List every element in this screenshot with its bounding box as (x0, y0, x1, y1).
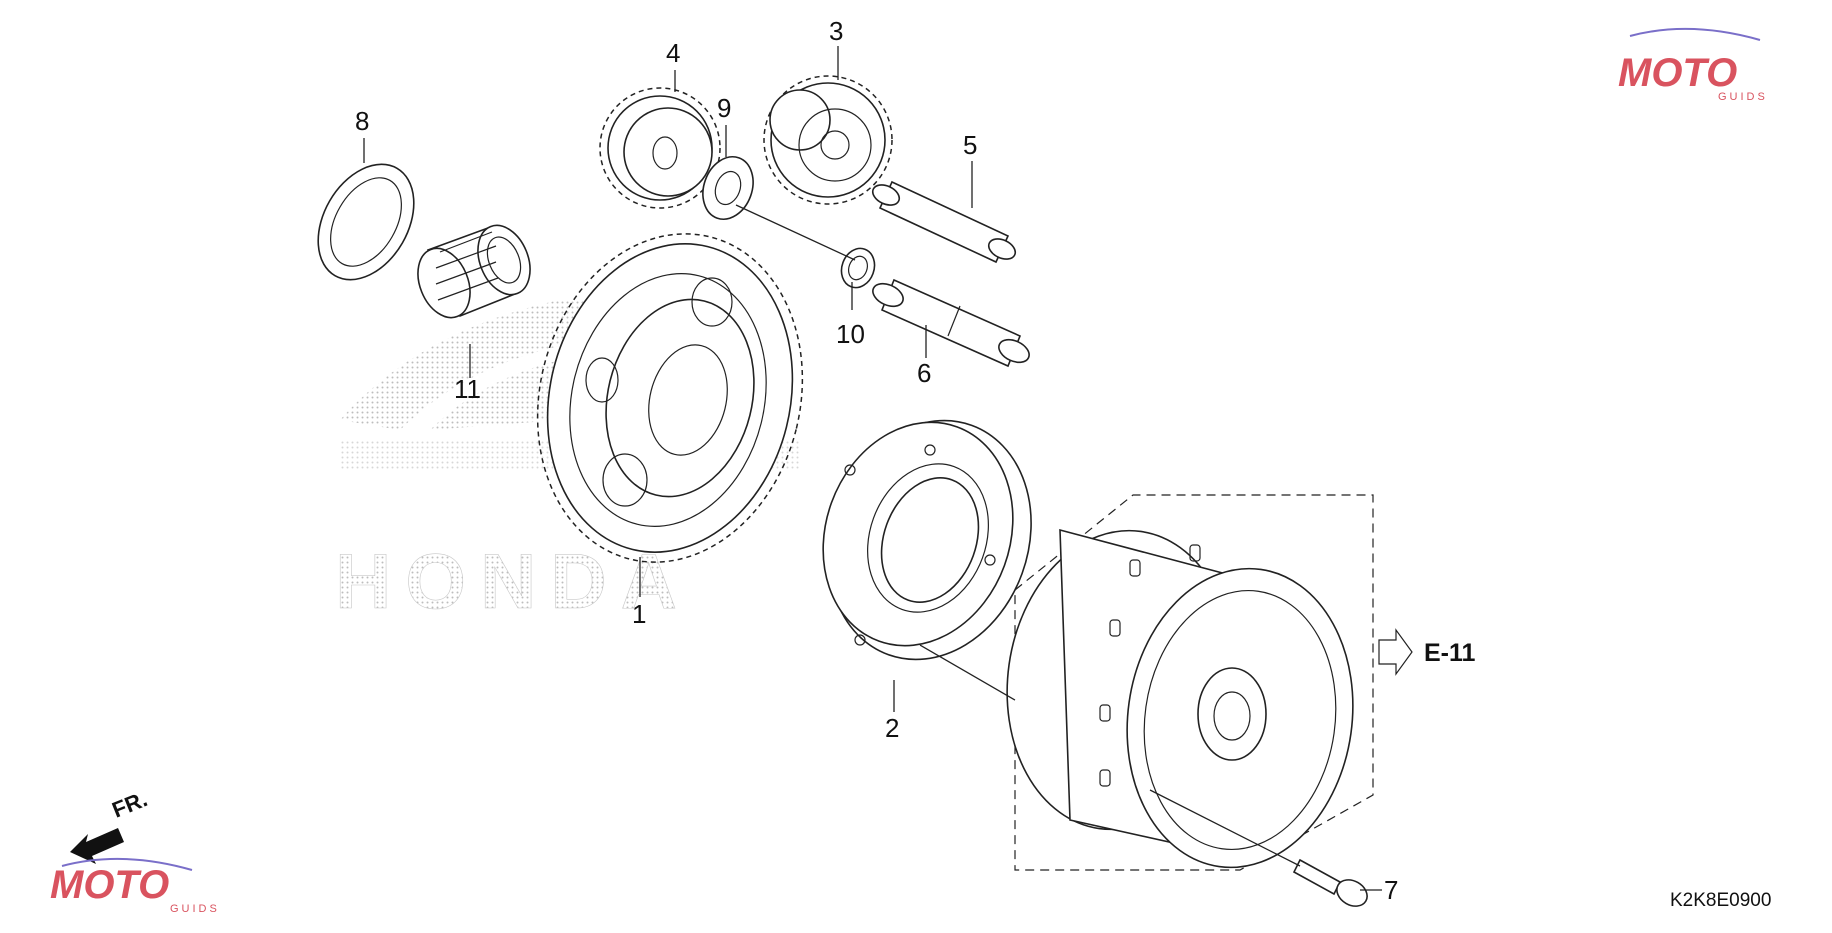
reference-e11[interactable]: E-11 (1378, 628, 1476, 676)
watermark-text: MOTO (1618, 51, 1737, 95)
watermark-sub: GUIDS (1718, 91, 1768, 103)
callout-2: 2 (885, 713, 899, 743)
part-10-circlip[interactable] (836, 244, 880, 293)
part-7-bolt[interactable] (1292, 858, 1372, 911)
callout-6: 6 (917, 358, 931, 388)
callout-11: 11 (454, 374, 481, 404)
callout-5: 5 (963, 130, 977, 160)
part-5-shaft[interactable] (870, 180, 1019, 264)
diagram-code: K2K8E0900 (1670, 890, 1771, 911)
part-1-starter-driven-gear[interactable] (504, 205, 837, 590)
honda-logo-text: HONDA (335, 537, 691, 625)
honda-background-logo: HONDA (335, 300, 800, 625)
callout-1: 1 (632, 599, 646, 629)
callout-7: 7 (1384, 875, 1398, 905)
callout-8: 8 (355, 106, 369, 136)
callout-9: 9 (717, 93, 731, 123)
reference-label: E-11 (1424, 639, 1476, 667)
part-4-drive-gear[interactable] (599, 87, 721, 209)
watermark-bottom-left: MOTO GUIDS (50, 857, 220, 915)
front-arrow-icon (70, 828, 124, 864)
front-marker: FR. (70, 786, 151, 864)
reference-arrow-icon (1378, 628, 1413, 676)
part-9-washer[interactable] (695, 150, 762, 227)
callout-4: 4 (666, 38, 680, 68)
front-marker-label: FR. (109, 786, 151, 822)
callout-10: 10 (836, 319, 865, 349)
watermark-top-right: MOTO GUIDS (1618, 27, 1768, 103)
callout-3: 3 (829, 16, 843, 46)
watermark-sub: GUIDS (170, 903, 220, 915)
flywheel-assembly[interactable] (988, 494, 1374, 882)
watermark-text: MOTO (50, 863, 169, 907)
part-3-reduction-gear[interactable] (763, 75, 893, 205)
part-2-one-way-clutch[interactable] (793, 392, 1064, 688)
leader-lines (363, 46, 1382, 891)
part-8-washer[interactable] (299, 147, 434, 296)
callout-labels: 8 4 9 3 5 10 6 11 1 2 7 (355, 16, 1398, 905)
part-6-shaft[interactable] (869, 278, 1032, 368)
part-11-needle-bearing[interactable] (408, 218, 539, 326)
